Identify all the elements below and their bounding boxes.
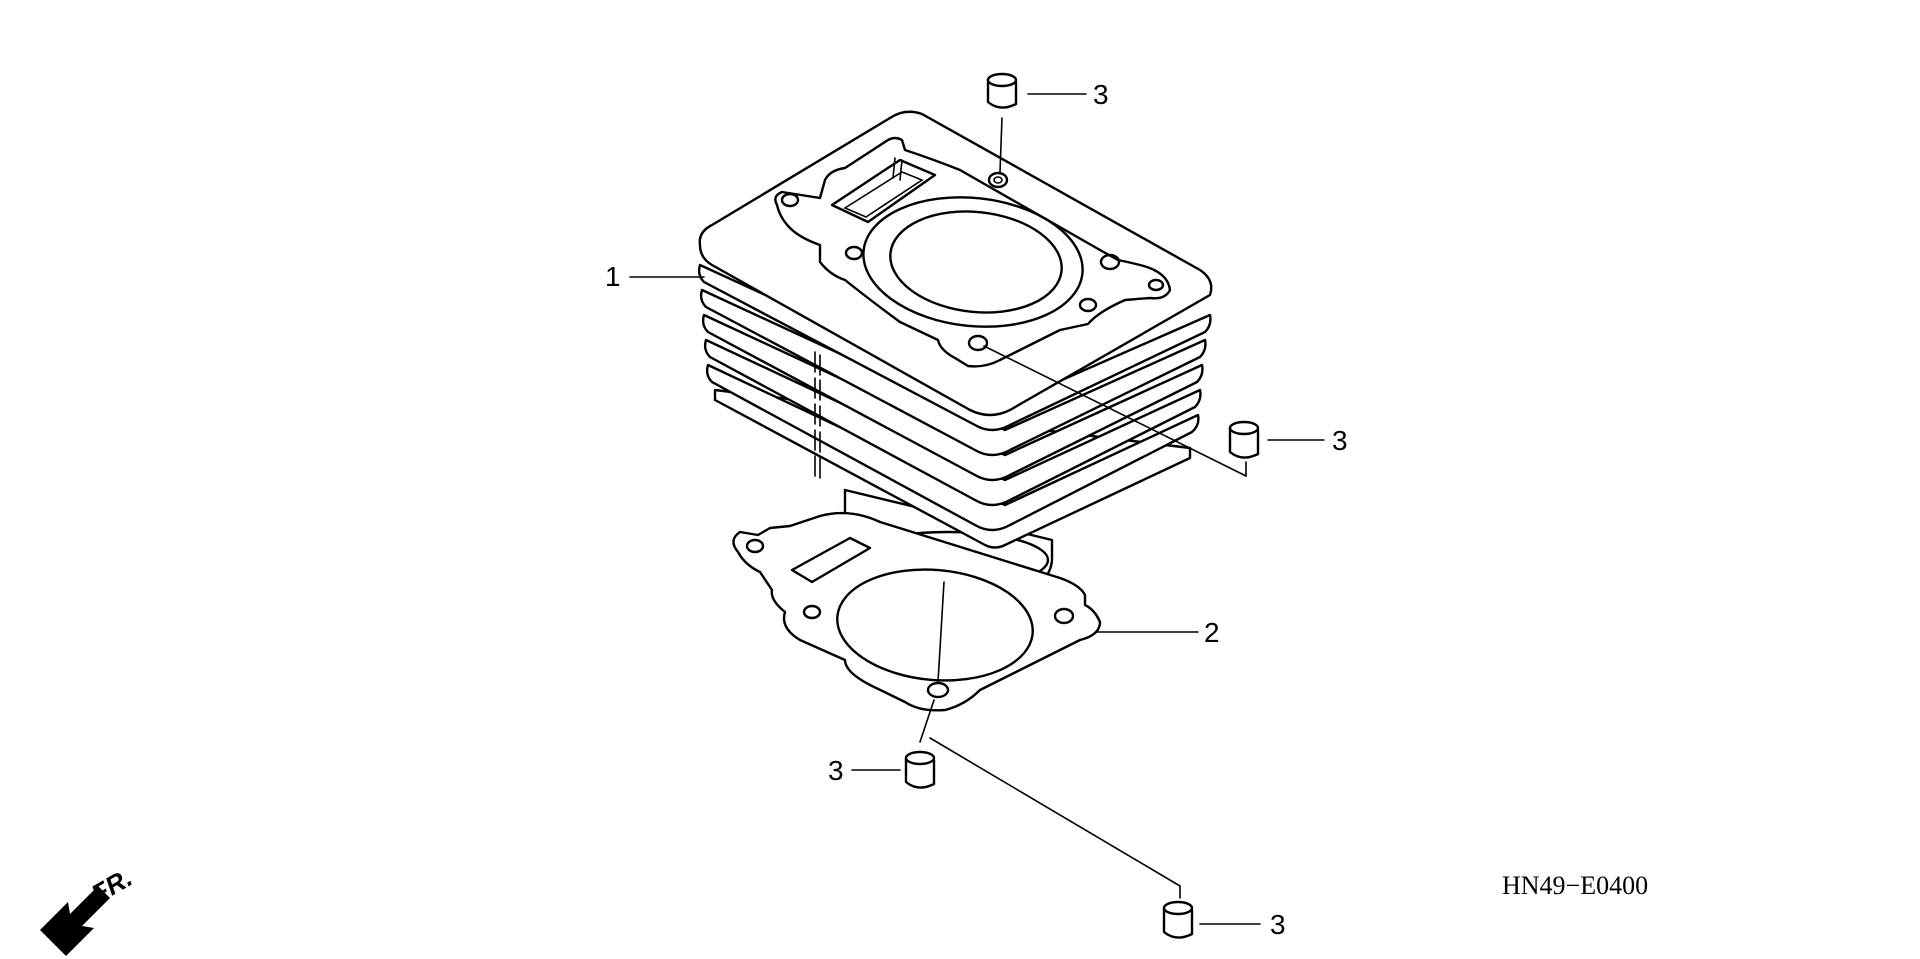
- assembly-lines: [919, 117, 1247, 899]
- dowel-pin-bottom-right[interactable]: [1162, 900, 1194, 939]
- callout-3-right: 3: [1332, 425, 1348, 456]
- dowel-pin-bottom-left[interactable]: [904, 750, 936, 789]
- cylinder-base-gasket[interactable]: [732, 511, 1102, 712]
- front-direction-marker: FR.: [40, 862, 137, 956]
- callout-3-bottom-left: 3: [828, 755, 844, 786]
- dowel-pin-top[interactable]: [986, 72, 1018, 109]
- front-arrow-icon: [40, 886, 110, 956]
- cylinder-part[interactable]: [697, 110, 1213, 617]
- diagram-code: HN49−E0400: [1502, 871, 1648, 900]
- callout-3-top: 3: [1093, 79, 1109, 110]
- callout-3-bottom-right: 3: [1270, 909, 1286, 940]
- callout-1: 1: [605, 261, 621, 292]
- callout-2: 2: [1204, 617, 1220, 648]
- dowel-pin-right[interactable]: [1228, 420, 1260, 459]
- callout-leaders: [629, 93, 1325, 925]
